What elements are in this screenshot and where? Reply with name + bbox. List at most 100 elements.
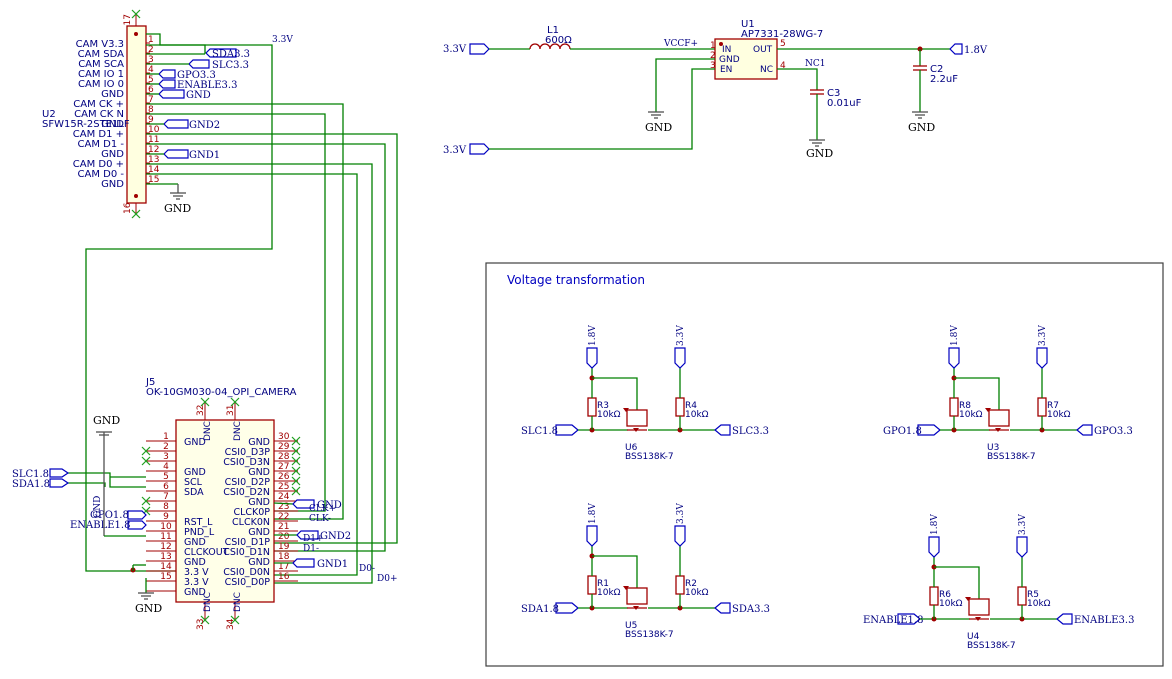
j5-right-pin-name: GND: [248, 437, 270, 448]
j5-left-pin-num: 14: [160, 562, 172, 572]
j5-right-pin-num: 19: [278, 542, 290, 552]
shifter-v33: 3.3V: [1038, 325, 1048, 346]
u2-ref: U2: [42, 109, 56, 120]
u2-pin-name: CAM SCA: [78, 59, 124, 70]
j5-wire-clkp: CLK+: [309, 504, 336, 514]
j5-wire-d0n: D0-: [359, 564, 375, 574]
u2-netlabel-enable33: ENABLE3.3: [177, 80, 237, 91]
j5-pin31-name: DNC: [233, 421, 243, 441]
u2-nc-16: [131, 209, 141, 219]
j5-right-pin-num: 29: [278, 442, 290, 452]
shifter-r-low-val: 10kΩ: [597, 588, 621, 598]
j5-right-pin-name: CSI0_D0N: [223, 567, 270, 578]
j5-right-pin-num: 23: [278, 502, 289, 512]
j5-nc-marker: [291, 436, 301, 446]
j5-gnd-top: GND: [93, 414, 120, 427]
j5-wire-clkn: CLK-: [309, 514, 331, 524]
u2-pin-name: GND: [101, 119, 124, 130]
j5-left-pin-name: GND: [184, 587, 206, 598]
j5-nc-marker: [141, 496, 151, 506]
shifter-r-low: R8: [959, 401, 971, 411]
u2-pin-name: CAM IO 1: [78, 69, 124, 80]
j5-netlabel-slc18: SLC1.8: [12, 469, 49, 480]
j5-right-pin-name: CSI0_D1N: [223, 547, 270, 558]
shifter-fet-ref: U5: [625, 621, 637, 631]
u1-pin1-num: 1: [710, 41, 716, 51]
u2-pin-num: 6: [148, 85, 154, 95]
j5-left-pin-num: 12: [160, 542, 171, 552]
shifter-fet-ref: U3: [987, 443, 999, 453]
j5-right-pin-num: 24: [278, 492, 290, 502]
shifter-r-low-val: 10kΩ: [959, 410, 983, 420]
shifter-low-label: SLC1.8: [521, 426, 558, 437]
c2-value: 2.2uF: [930, 74, 958, 85]
nc-net: NC1: [805, 59, 826, 69]
u2-netlabel-gnd2: GND2: [189, 120, 220, 131]
j5-right-pin-num: 26: [278, 472, 290, 482]
shifter-v33: 3.3V: [676, 325, 686, 346]
j5-wire-d1n: D1-: [303, 544, 319, 554]
u2-value: SFW15R-2STE1LF: [42, 119, 130, 130]
l1-value: 600Ω: [545, 35, 572, 46]
j5-netlabel-gpo18: GPO1.8: [90, 510, 129, 521]
j5-left-pin-num: 2: [163, 442, 169, 452]
shifter-r-high-val: 10kΩ: [1047, 410, 1071, 420]
u1-pin1-marker: [719, 42, 723, 46]
j5-right-pin-num: 17: [278, 562, 289, 572]
reg-gnd2: GND: [806, 147, 833, 160]
shifter-fet-ref: U4: [967, 632, 980, 642]
regulator-section: 3.3V L1 600Ω VCCF+ U1 AP7331-28WG-7 1 IN…: [443, 19, 988, 160]
u1-body: [714, 38, 778, 80]
j5-left-pin-name: 3.3 V: [184, 577, 209, 588]
reg-input-label: 3.3V: [443, 44, 467, 55]
u2-pin-num: 1: [148, 35, 154, 45]
j5-nc-marker: [141, 446, 151, 456]
j5-left-pin-name: PND_L: [184, 527, 215, 538]
vccf-net: VCCF+: [663, 39, 698, 49]
u2-pin1-marker: [134, 32, 138, 36]
j5-right-pin-name: GND: [248, 497, 270, 508]
shifter-r-low: R1: [597, 579, 609, 589]
j5-gnd-rotated: GND: [93, 496, 103, 518]
u2-pin-num: 9: [148, 115, 154, 125]
reg-enable-label: 3.3V: [443, 145, 467, 156]
reg-gnd3: GND: [908, 121, 935, 134]
j5-wire-d0p: D0+: [377, 574, 397, 584]
shifter-fet-ref: U6: [625, 443, 638, 453]
j5-pin33-name: DNC: [203, 592, 213, 612]
j5-nc-marker: [291, 486, 301, 496]
c3-ref: C3: [827, 88, 840, 99]
u2-pin-name: CAM V3.3: [76, 39, 124, 50]
c2-ref: C2: [930, 64, 943, 75]
u2-netlabel-sda33: SDA3.3: [212, 49, 250, 60]
u2-pin-name: CAM CK +: [73, 99, 124, 110]
j5-right-pin-num: 22: [278, 512, 289, 522]
u2-pin-num: 12: [148, 145, 159, 155]
j5-left-pin-name: GND: [184, 467, 206, 478]
j5-right-pin-num: 16: [278, 572, 290, 582]
shifter-v18: 1.8V: [950, 325, 960, 346]
j5-left-pin-num: 15: [160, 572, 171, 582]
j5-right-pin-num: 21: [278, 522, 289, 532]
u2-pin-name: CAM D1 +: [73, 129, 124, 140]
j5-netlabel-gnd2: GND2: [320, 531, 351, 542]
j5-right-pin-name: CSI0_D3N: [223, 457, 270, 468]
j5-netlabel-enable18: ENABLE1.8: [70, 520, 130, 531]
j5-nc-marker: [291, 456, 301, 466]
j5-left-pin-num: 8: [163, 502, 169, 512]
l1-inductor: [529, 43, 571, 50]
shifter-v33: 3.3V: [676, 503, 686, 524]
j5-right-pin-name: CLCK0N: [232, 517, 270, 528]
reg-gnd1: GND: [645, 121, 672, 134]
j5-right-pin-num: 25: [278, 482, 289, 492]
j5-left-pin-num: 10: [160, 522, 172, 532]
shifter-r-high: R5: [1027, 590, 1039, 600]
shifter-r-high: R2: [685, 579, 697, 589]
u2-netlabel-gnd1: GND1: [189, 150, 220, 161]
j5-netlabel-gnd: GND: [317, 500, 342, 511]
j5-right-pin-name: CSI0_D2P: [225, 477, 271, 488]
